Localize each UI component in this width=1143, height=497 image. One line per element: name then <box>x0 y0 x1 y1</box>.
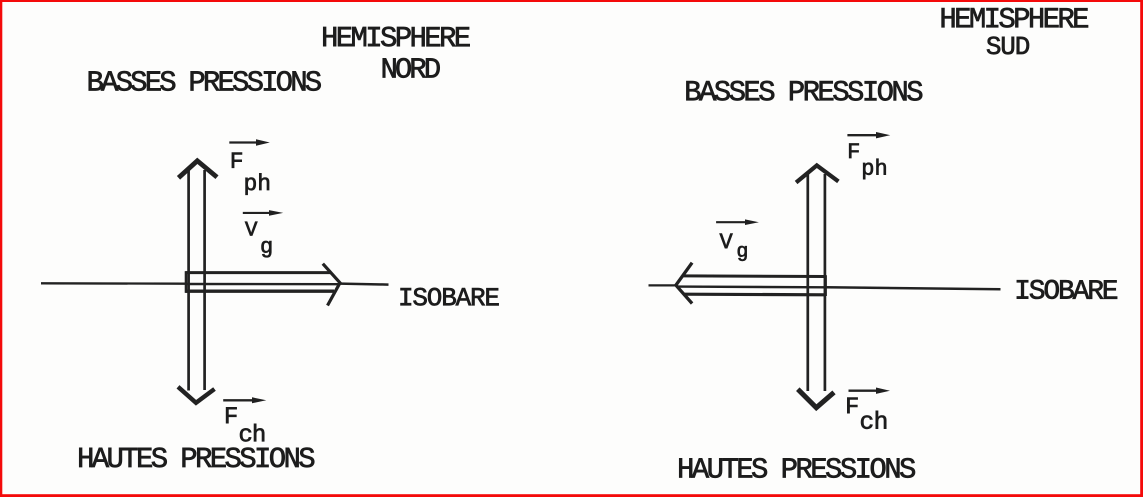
svg-text:HAUTES PRESSIONS: HAUTES PRESSIONS <box>77 443 314 476</box>
svg-text:V: V <box>719 230 733 255</box>
svg-text:F: F <box>847 140 860 165</box>
svg-text:ISOBARE: ISOBARE <box>398 283 499 313</box>
svg-text:F: F <box>845 394 859 421</box>
svg-text:g: g <box>260 235 273 260</box>
svg-text:F: F <box>230 149 244 175</box>
svg-text:ch: ch <box>238 422 265 449</box>
svg-text:HEMISPHERE: HEMISPHERE <box>321 22 470 55</box>
svg-text:HAUTES PRESSIONS: HAUTES PRESSIONS <box>677 453 915 486</box>
svg-text:HEMISPHERE: HEMISPHERE <box>939 3 1088 36</box>
svg-text:BASSES PRESSIONS: BASSES PRESSIONS <box>86 66 320 99</box>
svg-text:ph: ph <box>861 157 887 182</box>
svg-text:ch: ch <box>859 410 887 437</box>
svg-text:BASSES PRESSIONS: BASSES PRESSIONS <box>684 76 922 109</box>
svg-text:F: F <box>224 404 238 431</box>
svg-text:g: g <box>736 241 748 264</box>
svg-text:SUD: SUD <box>986 32 1030 62</box>
svg-text:V: V <box>245 219 258 242</box>
svg-text:NORD: NORD <box>380 53 439 86</box>
svg-text:ISOBARE: ISOBARE <box>1014 277 1118 308</box>
svg-text:ph: ph <box>243 171 271 197</box>
